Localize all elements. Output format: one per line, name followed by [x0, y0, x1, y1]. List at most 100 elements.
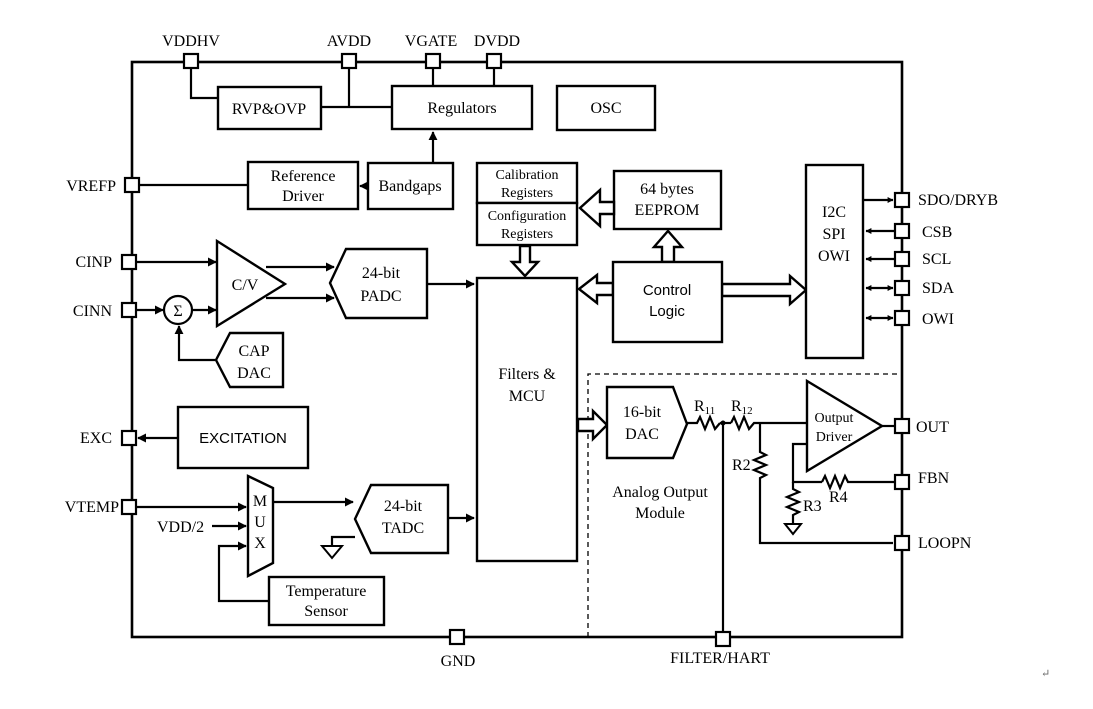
driver-feedback-wire: [791, 442, 822, 484]
output-driver-line1: Output: [815, 411, 854, 426]
label-csb: CSB: [922, 224, 952, 241]
padc-line1: 24-bit: [362, 265, 401, 282]
pin-loopn: [893, 534, 911, 552]
label-r4: R4: [829, 489, 848, 506]
label-exc: EXC: [80, 430, 112, 447]
label-sdo-dryb: SDO/DRYB: [918, 192, 998, 209]
reference-driver-line2: Driver: [282, 188, 324, 205]
mcu-line1: Filters &: [498, 366, 556, 383]
output-driver-line2: Driver: [816, 430, 853, 445]
power-wiring: [189, 68, 496, 109]
eeprom-line1: 64 bytes: [640, 181, 694, 198]
interface-block: [804, 163, 865, 360]
pin-out: [893, 417, 911, 435]
temperature-sensor-block: [267, 575, 386, 627]
label-vdd-half: VDD/2: [157, 519, 204, 536]
label-filter-hart: FILTER/HART: [670, 650, 770, 667]
label-vgate: VGATE: [405, 33, 457, 50]
chip-outline: [130, 60, 904, 639]
output-driver-amplifier: [805, 378, 885, 474]
cap-dac-block: [214, 331, 285, 389]
reference-driver-block: [246, 160, 360, 211]
pin-gnd: [448, 628, 466, 646]
calibration-line2: Registers: [501, 186, 553, 201]
label-cinp: CINP: [76, 254, 113, 271]
label-r12: R12: [731, 398, 753, 417]
interface-line2: SPI: [822, 226, 845, 243]
mux-letter-x: X: [254, 535, 266, 552]
interface-line3: OWI: [818, 248, 850, 265]
regulators-label: Regulators: [427, 100, 496, 117]
pin-dvdd: [485, 52, 503, 70]
reference-driver-line1: Reference: [271, 168, 336, 185]
label-owi: OWI: [922, 311, 954, 328]
bandgaps-block: [366, 161, 455, 211]
temp-sensor-line2: Sensor: [304, 603, 348, 620]
label-dvdd: DVDD: [474, 33, 520, 50]
label-scl: SCL: [922, 251, 951, 268]
control-logic-line2: Logic: [649, 303, 685, 320]
pin-avdd: [340, 52, 358, 70]
mux-letter-m: M: [253, 493, 267, 510]
pin-sda: [893, 279, 911, 297]
rvp-ovp-block: [216, 85, 323, 131]
cv-label: C/V: [232, 277, 259, 294]
label-out: OUT: [916, 419, 949, 436]
mcu-to-dac-arrow: [576, 408, 609, 442]
label-fbn: FBN: [918, 470, 950, 487]
osc-block: [555, 84, 657, 132]
label-r3: R3: [803, 498, 822, 515]
corner-return-mark: ↵: [1041, 668, 1050, 680]
pin-sdo-dryb: [893, 191, 911, 209]
configuration-registers-block: [475, 201, 579, 247]
label-r2: R2: [732, 457, 751, 474]
dac16-line2: DAC: [625, 426, 659, 443]
capdac-to-sigma-wire: [174, 325, 215, 362]
label-r11: R11: [694, 398, 715, 417]
temp-sensor-line1: Temperature: [286, 583, 367, 600]
control-logic-line1: Control: [643, 282, 691, 299]
eeprom-to-registers-arrow: [578, 187, 616, 229]
pin-vddhv: [182, 52, 200, 70]
mux-letter-u: U: [254, 514, 266, 531]
control-to-eeprom-arrow: [651, 229, 685, 264]
cap-dac-line1: CAP: [238, 343, 269, 360]
control-to-interface-arrow: [720, 273, 808, 307]
label-avdd: AVDD: [327, 33, 371, 50]
resistor-r2: [751, 423, 893, 545]
label-vrefp: VREFP: [66, 178, 116, 195]
label-gnd: GND: [441, 653, 476, 670]
tempsensor-to-mux-wire: [217, 541, 269, 603]
calibration-registers-block: [475, 161, 579, 205]
padc-line2: PADC: [360, 288, 401, 305]
calibration-line1: Calibration: [496, 168, 559, 183]
analog-output-region: [587, 373, 902, 637]
pin-fbn: [893, 473, 911, 491]
interface-line1: I2C: [822, 204, 846, 221]
pin-exc: [120, 429, 138, 447]
bandgaps-label: Bandgaps: [378, 178, 441, 195]
cv-amplifier: [215, 238, 288, 329]
label-vddhv: VDDHV: [162, 33, 220, 50]
padc-block: [328, 247, 429, 320]
rvp-ovp-label: RVP&OVP: [232, 101, 306, 118]
pin-filter-hart: [714, 630, 732, 648]
excitation-label: EXCITATION: [199, 430, 287, 447]
tadc-block: [353, 483, 450, 555]
mcu-line2: MCU: [509, 388, 546, 405]
excitation-block: [176, 405, 310, 470]
label-cinn: CINN: [73, 303, 113, 320]
sigma-label: Σ: [173, 303, 182, 320]
resistor-r11: [687, 414, 721, 432]
mux-block: [246, 474, 275, 578]
tadc-line1: 24-bit: [384, 498, 423, 515]
label-vtemp: VTEMP: [65, 499, 119, 516]
label-sda: SDA: [922, 280, 954, 297]
registers-to-mcu-arrow: [509, 244, 541, 278]
regulators-block: [390, 84, 534, 131]
control-to-mcu-arrow: [577, 272, 615, 306]
eeprom-line2: EEPROM: [635, 202, 700, 219]
eeprom-block: [612, 169, 723, 231]
ground-symbol-r3: [782, 523, 804, 536]
